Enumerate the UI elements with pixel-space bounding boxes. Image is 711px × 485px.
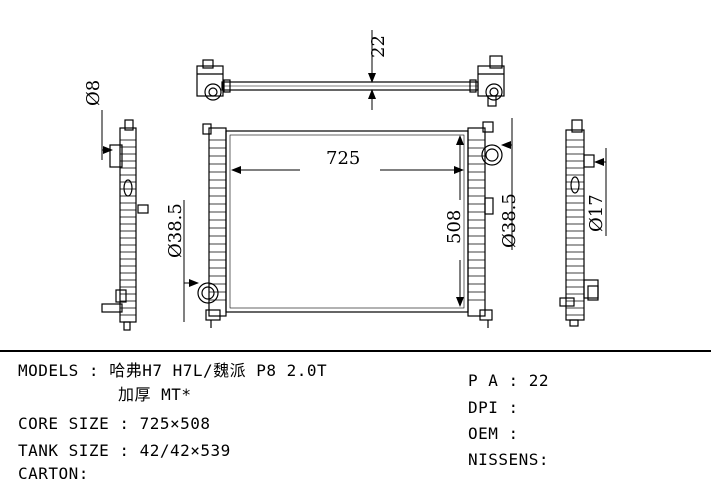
spec-core-size: CORE SIZE : 725×508 [18,414,211,433]
dimension-right-pipe-label: Ø38.5 [499,193,520,248]
dimension-right-pipe [501,118,513,250]
dimension-left-small-label: Ø8 [83,80,104,106]
dimension-left-small [101,110,113,160]
section-divider [0,350,711,352]
dimension-right-small [594,148,607,236]
dimension-top-bar-label: 22 [368,35,389,58]
spec-carton: CARTON: [18,464,89,483]
left-side-view [101,119,149,331]
radiator-technical-drawing: 22 725 508 Ø38.5 [83,30,607,331]
dimension-left-pipe [183,200,199,322]
spec-pa: P A : 22 [468,371,550,390]
dimension-core-width-label: 725 [326,148,360,169]
top-view [196,55,505,107]
front-view [197,121,503,328]
dimension-right-small-label: Ø17 [586,194,607,232]
right-side-view [559,119,599,327]
dimension-left-pipe-label: Ø38.5 [165,203,186,258]
left-side-fin-ticks [120,139,136,316]
spec-oem: OEM : [468,424,519,443]
spec-nissens: NISSENS: [468,450,550,469]
spec-dpi: DPI : [468,398,519,417]
tank-fin-ticks [209,139,485,301]
right-side-fin-ticks [566,139,584,316]
spec-tank-size: TANK SIZE : 42/42×539 [18,441,231,460]
spec-models: MODELS : 哈弗H7 H7L/魏派 P8 2.0T [18,361,328,380]
spec-models-cont: 加厚 MT* [118,385,192,404]
dimension-core-height-label: 508 [444,210,465,244]
